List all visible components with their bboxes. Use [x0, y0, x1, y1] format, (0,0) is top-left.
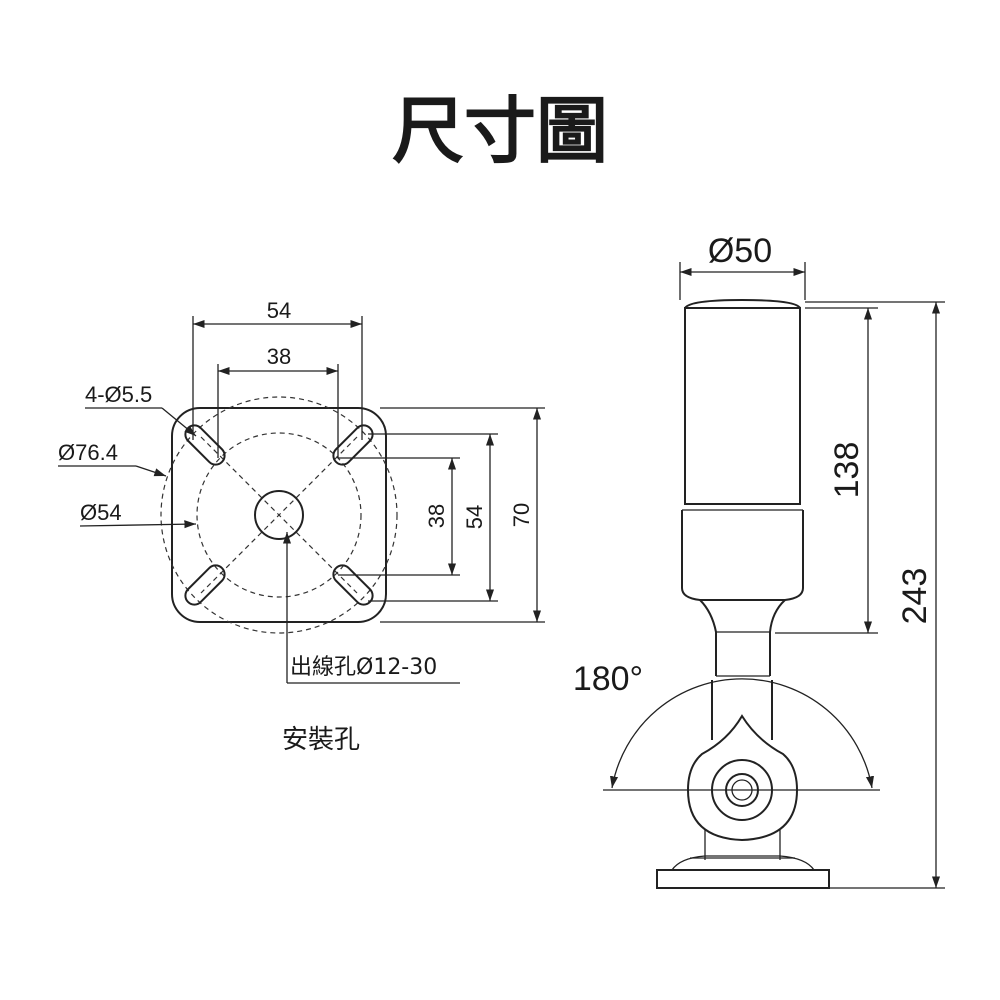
dim-rotation: 180° — [573, 660, 643, 698]
dim-top-inner: 38 — [267, 344, 291, 369]
dim-top-outer: 54 — [267, 298, 291, 323]
dim-height-top: 138 — [828, 442, 866, 499]
rotation-arc — [610, 678, 874, 789]
base-outline — [171, 407, 387, 623]
slot-hole-br — [332, 564, 374, 606]
mount-plate-base — [656, 869, 830, 889]
bracket-arm — [711, 680, 773, 740]
inner-dia-circle — [196, 432, 362, 598]
dim-diameter: Ø50 — [708, 232, 772, 270]
lamp-base — [681, 510, 804, 601]
lamp-cap — [684, 298, 801, 309]
slot-hole-bl — [184, 564, 226, 606]
page-title: 尺寸圖 — [392, 89, 608, 173]
mount-plate — [671, 855, 815, 871]
mounting-caption: 安裝孔 — [282, 725, 360, 755]
lower-bracket — [690, 830, 795, 860]
dim-right-inner: 38 — [424, 504, 449, 528]
lamp-neck — [699, 599, 786, 676]
mounting-view: 54 38 4-Ø5.5 Ø76.4 Ø54 38 54 70 出線孔Ø12-3… — [58, 298, 545, 755]
slot-hole-tr — [332, 424, 374, 466]
joint-shell — [686, 714, 799, 842]
dim-right-outer: 70 — [509, 503, 534, 527]
dim-height-total: 243 — [896, 568, 934, 625]
outer-dia-circle — [160, 396, 398, 634]
lamp-body — [684, 307, 801, 505]
dim-cable-hole: 出線孔Ø12-30 — [290, 655, 437, 680]
cable-hole — [254, 490, 304, 540]
side-view: Ø50 180° 138 — [573, 232, 945, 889]
dim-outer-dia: Ø76.4 — [58, 440, 118, 465]
dim-right-mid: 54 — [462, 505, 487, 529]
dim-holes: 4-Ø5.5 — [85, 382, 152, 407]
slot-hole-tl — [184, 424, 226, 466]
dim-inner-dia: Ø54 — [80, 500, 122, 525]
